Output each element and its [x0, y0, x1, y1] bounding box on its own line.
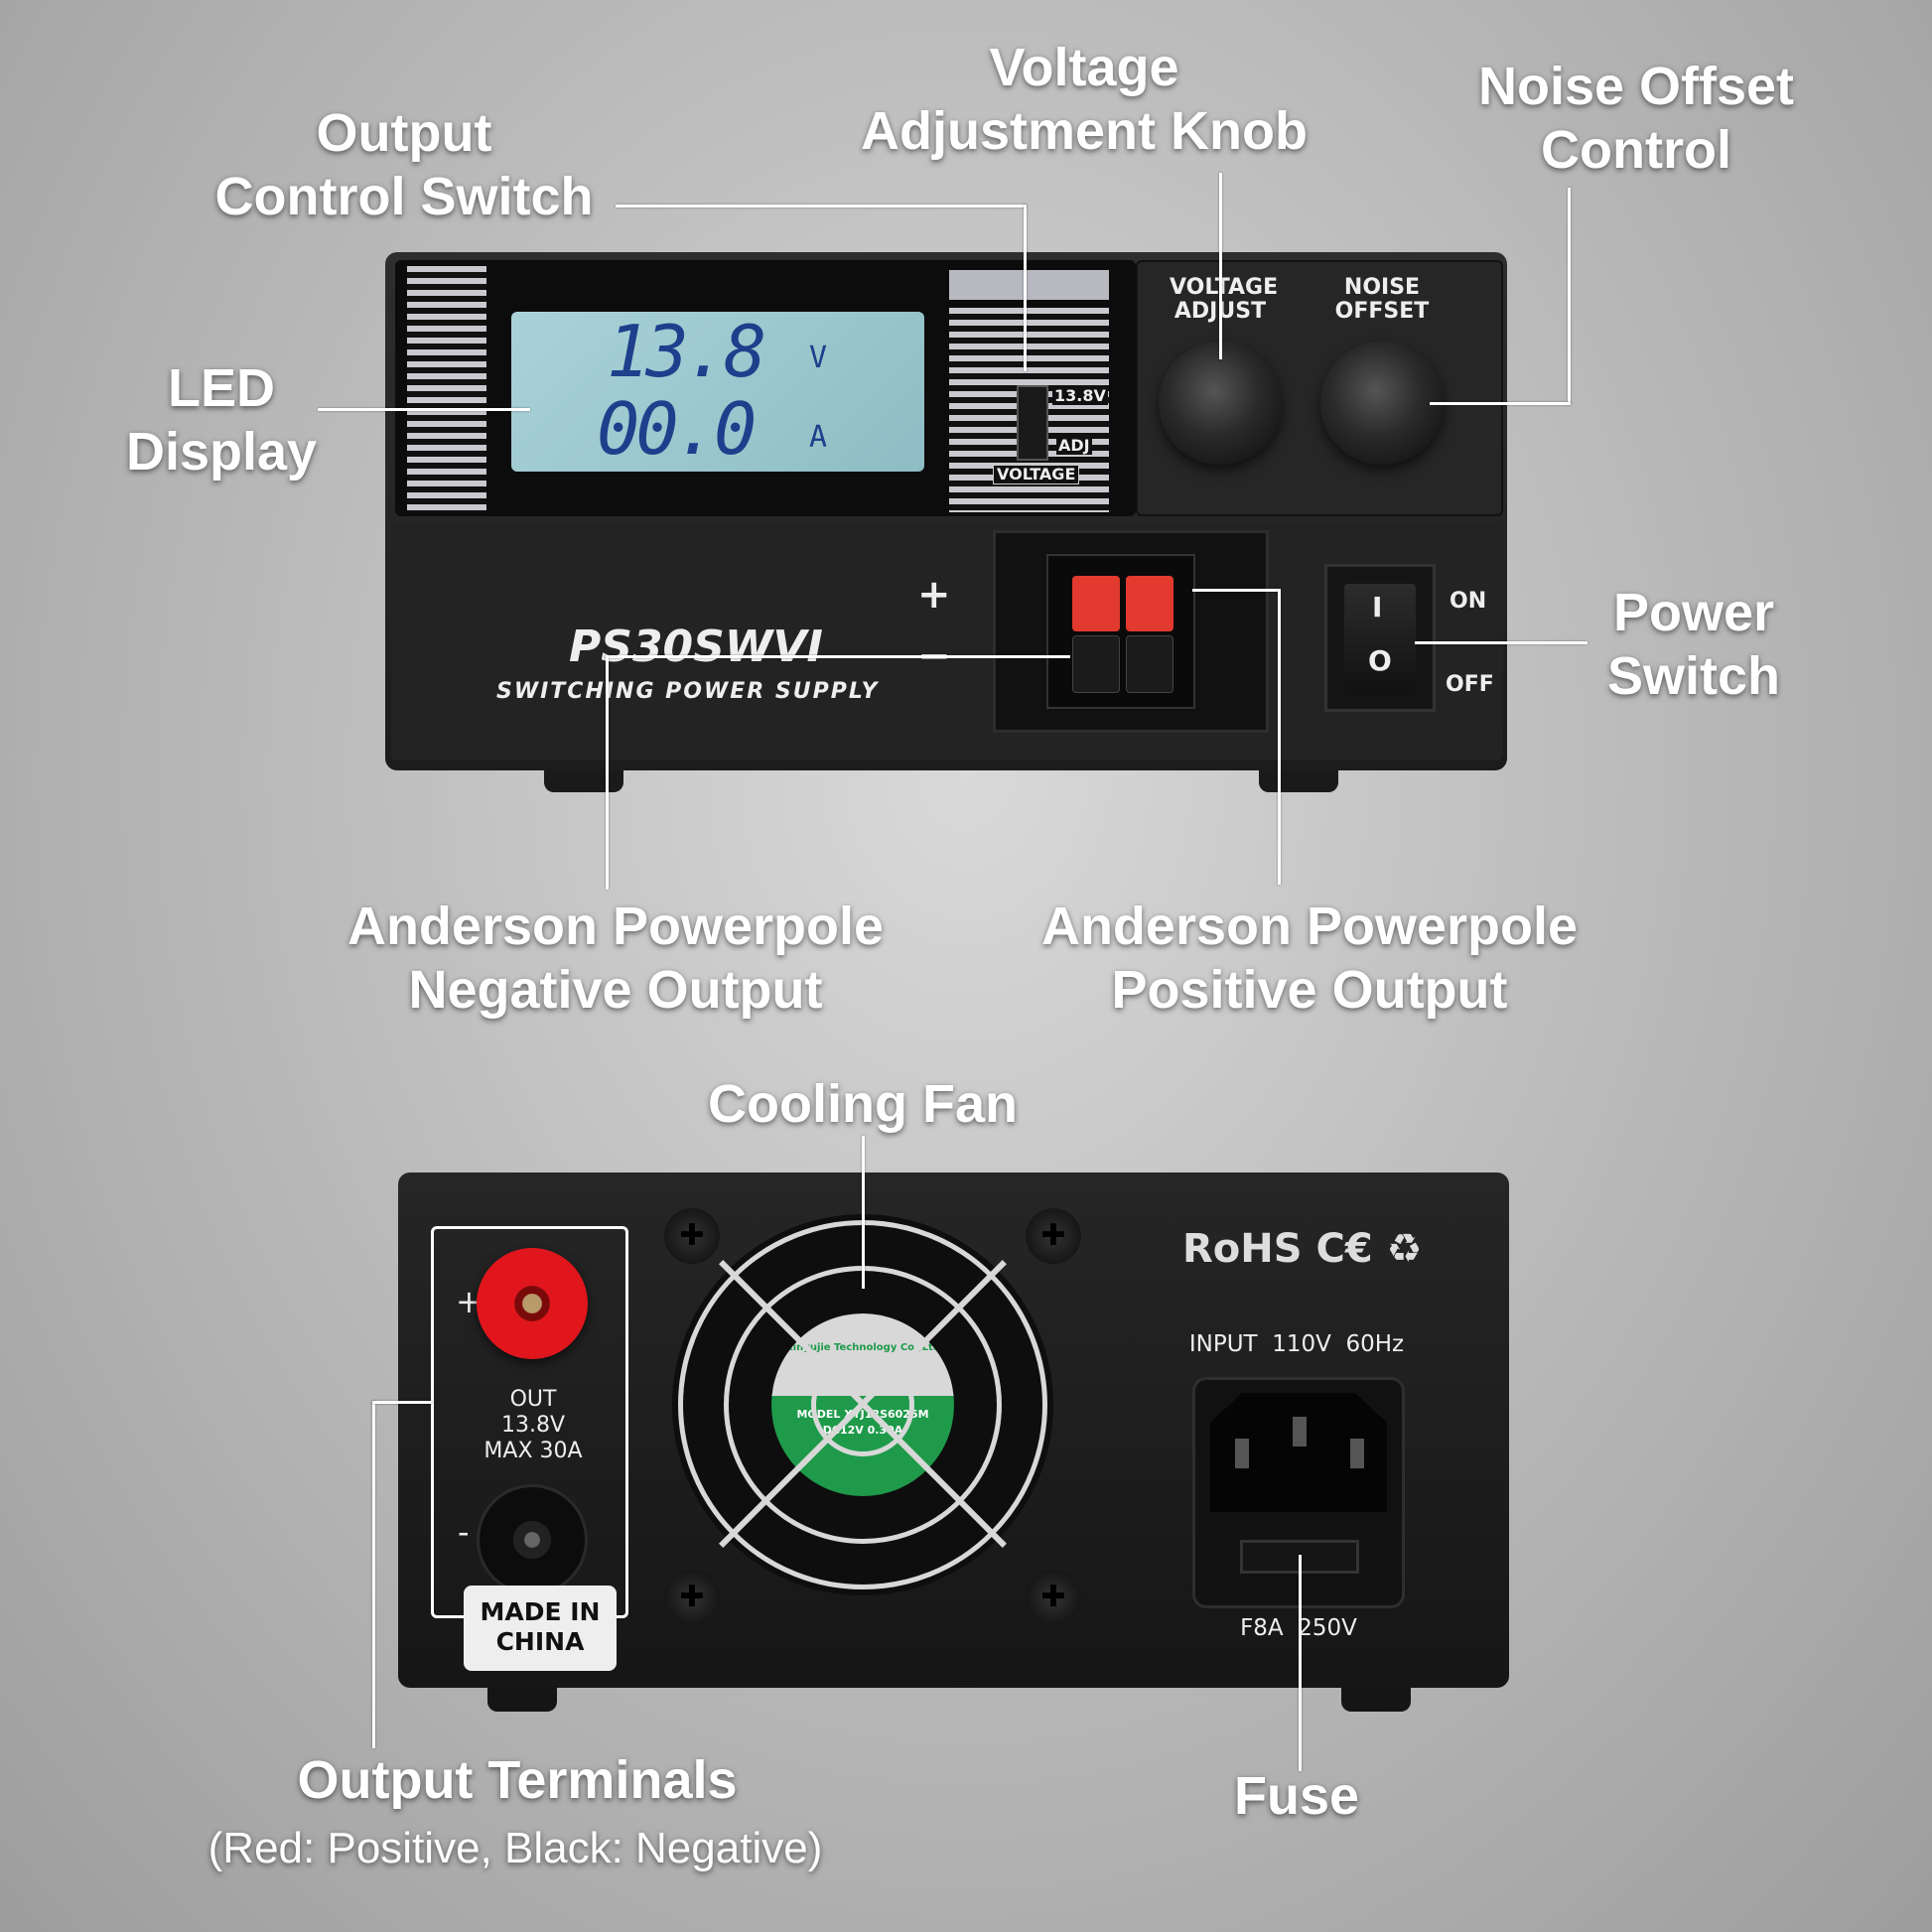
leader-output-switch-h [616, 205, 1027, 207]
power-switch[interactable] [1344, 584, 1416, 695]
label-line: Power [1612, 583, 1775, 642]
on-label: ON [1449, 589, 1487, 614]
label-output-terminals: Output Terminals [297, 1750, 738, 1810]
label-line: Anderson Powerpole [1040, 897, 1579, 956]
lcd-voltage-unit: V [809, 341, 828, 375]
vent-stripes-left [407, 266, 486, 512]
powerpole-negative-1[interactable] [1072, 635, 1120, 693]
leader-voltage-knob [1219, 173, 1222, 359]
powerpole-positive-2[interactable] [1126, 576, 1173, 631]
model-subtitle: SWITCHING POWER SUPPLY [496, 679, 880, 704]
label-line: Positive Output [1111, 960, 1508, 1020]
leader-noise-h [1430, 402, 1571, 405]
screw-icon [664, 1570, 720, 1625]
label-line: Control [1541, 120, 1731, 180]
input-rating: INPUT 110V 60Hz [1188, 1331, 1405, 1357]
rear-foot-left [487, 1688, 557, 1712]
switch-bottom-label: ADJ [1056, 436, 1092, 455]
label-line: Switch [1606, 646, 1781, 706]
negative-terminal[interactable] [477, 1484, 588, 1595]
out-line1: OUT [509, 1387, 557, 1412]
leader-positive-h [1192, 589, 1281, 592]
leader-negative-h [606, 655, 1070, 658]
lcd-display: 13.8 V 00.0 A [511, 312, 924, 472]
switch-top-label: 13.8V [1052, 386, 1108, 405]
label-line: LED [168, 358, 275, 418]
label-cooling-fan: Cooling Fan [708, 1074, 1018, 1134]
noise-offset-knob[interactable] [1320, 342, 1444, 465]
screw-icon [664, 1208, 720, 1264]
positive-sign: + [917, 572, 951, 618]
inlet-pin [1235, 1439, 1249, 1468]
fan-guard-ring-inner [811, 1353, 914, 1456]
inlet-pin [1350, 1439, 1364, 1468]
fuse-rating: F8A 250V [1240, 1615, 1357, 1641]
leader-terminals-v [372, 1401, 375, 1748]
output-rating: OUT 13.8V MAX 30A [478, 1387, 589, 1464]
compliance-marks: RoHS C€ ♻ [1182, 1226, 1423, 1272]
lower-panel [391, 524, 1503, 760]
voltage-adjust-knob[interactable] [1159, 342, 1282, 465]
leader-noise-v [1568, 188, 1571, 404]
leader-fuse [1299, 1555, 1302, 1771]
knob2-line1: NOISE [1343, 275, 1421, 300]
front-panel: 13.8 V 00.0 A 13.8V ADJ VOLTAGE VOLTAGEA… [385, 252, 1507, 792]
label-line: Output [316, 103, 492, 163]
leader-led [318, 408, 530, 411]
positive-terminal[interactable] [477, 1248, 588, 1359]
label-line: Display [125, 422, 318, 482]
off-label: OFF [1446, 672, 1494, 697]
leader-negative-v [606, 655, 609, 890]
rear-foot-right [1341, 1688, 1411, 1712]
label-fuse: Fuse [1233, 1766, 1360, 1826]
label-output-terminals-note: (Red: Positive, Black: Negative) [207, 1824, 823, 1872]
leader-output-switch-v [1024, 205, 1027, 371]
label-line: Control Switch [214, 167, 594, 226]
out-line3: MAX 30A [483, 1439, 583, 1463]
output-control-switch[interactable] [1017, 385, 1048, 461]
rocker-on-mark: I [1372, 591, 1383, 623]
made-in-line2: CHINA [495, 1627, 585, 1656]
lcd-current: 00.0 [597, 387, 757, 471]
label-line: Adjustment Knob [861, 101, 1308, 161]
made-in-china-sticker: MADE IN CHINA [464, 1586, 617, 1671]
lcd-voltage: 13.8 [607, 310, 766, 393]
switch-name-label: VOLTAGE [993, 465, 1080, 484]
vent-top-right [949, 270, 1109, 300]
out-line2: 13.8V [500, 1413, 566, 1438]
label-line: Anderson Powerpole [346, 897, 885, 956]
label-line: Voltage [989, 38, 1179, 97]
terminal-minus-sign: - [458, 1513, 470, 1551]
powerpole-positive-1[interactable] [1072, 576, 1120, 631]
rear-panel: + OUT 13.8V MAX 30A - MADE IN CHINA Xiny… [398, 1173, 1509, 1712]
leader-positive-v [1278, 589, 1281, 885]
front-foot-left [544, 770, 623, 792]
made-in-line1: MADE IN [480, 1597, 601, 1626]
lcd-current-unit: A [809, 420, 828, 455]
rocker-off-mark: O [1368, 644, 1392, 677]
model-name: PS30SWVI [569, 621, 823, 672]
screw-icon [1026, 1208, 1081, 1264]
knob1-line1: VOLTAGE [1170, 275, 1279, 300]
label-line: Noise Offset [1477, 57, 1795, 116]
label-line: Negative Output [408, 960, 823, 1020]
powerpole-negative-2[interactable] [1126, 635, 1173, 693]
leader-power [1415, 641, 1587, 644]
fan-maker: Xinyujie Technology Co.,Ltd [785, 1342, 940, 1353]
screw-icon [1026, 1570, 1081, 1625]
leader-fan [862, 1136, 865, 1289]
inlet-pin [1293, 1417, 1307, 1447]
front-foot-right [1259, 770, 1338, 792]
leader-terminals-h [372, 1401, 432, 1404]
knob2-line2: OFFSET [1334, 299, 1430, 324]
